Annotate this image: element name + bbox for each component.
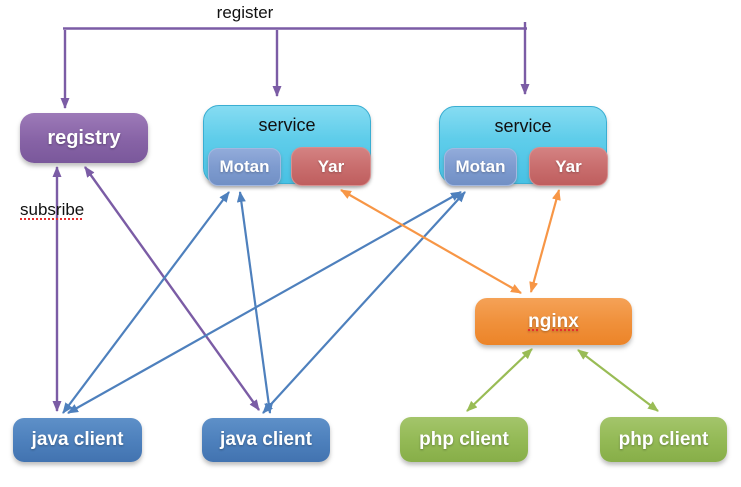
yar-badge-2: Yar — [529, 147, 608, 186]
php-client-node-1: php client — [400, 417, 528, 462]
php-client-1-label: php client — [419, 428, 509, 450]
edge-nginx-yar1 — [340, 189, 522, 294]
java-client-node-2: java client — [202, 418, 330, 462]
edge-nginx-php1 — [466, 348, 533, 412]
edge-java1-motan2 — [67, 191, 462, 414]
yar-badge-1: Yar — [291, 147, 371, 186]
service-2-title: service — [494, 116, 552, 136]
edge-nginx-php2 — [577, 349, 659, 412]
edge-java2-motan1 — [236, 191, 274, 414]
nginx-node: nginx — [475, 298, 632, 345]
nginx-label: nginx — [528, 310, 579, 332]
edge-nginx-yar2 — [529, 189, 561, 293]
php-client-2-label: php client — [618, 428, 709, 450]
yar-badge-2-label: Yar — [555, 156, 582, 176]
php-client-node-2: php client — [600, 417, 727, 462]
registry-node: registry — [20, 113, 148, 163]
subscribe-label: subsribe — [20, 200, 84, 220]
motan-badge-1-label: Motan — [219, 157, 270, 176]
motan-badge-2: Motan — [444, 148, 517, 186]
register-label: register — [216, 3, 274, 22]
edge-java2-motan2 — [262, 191, 466, 414]
java-client-node-1: java client — [13, 418, 142, 462]
service-node-1: service Motan Yar — [203, 105, 371, 186]
subscribe-label-text: subsribe — [20, 200, 85, 219]
motan-badge-2-label: Motan — [455, 157, 506, 176]
service-1-title: service — [258, 115, 316, 135]
motan-badge-1: Motan — [208, 148, 281, 186]
java-client-2-label: java client — [220, 429, 312, 450]
java-client-1-label: java client — [31, 429, 124, 450]
service-node-2: service Motan Yar — [439, 106, 608, 186]
yar-badge-1-label: Yar — [317, 156, 345, 176]
edge-java1-motan1 — [62, 191, 230, 414]
edge-registry-java-client-2 — [84, 166, 260, 411]
registry-label: registry — [47, 126, 121, 149]
